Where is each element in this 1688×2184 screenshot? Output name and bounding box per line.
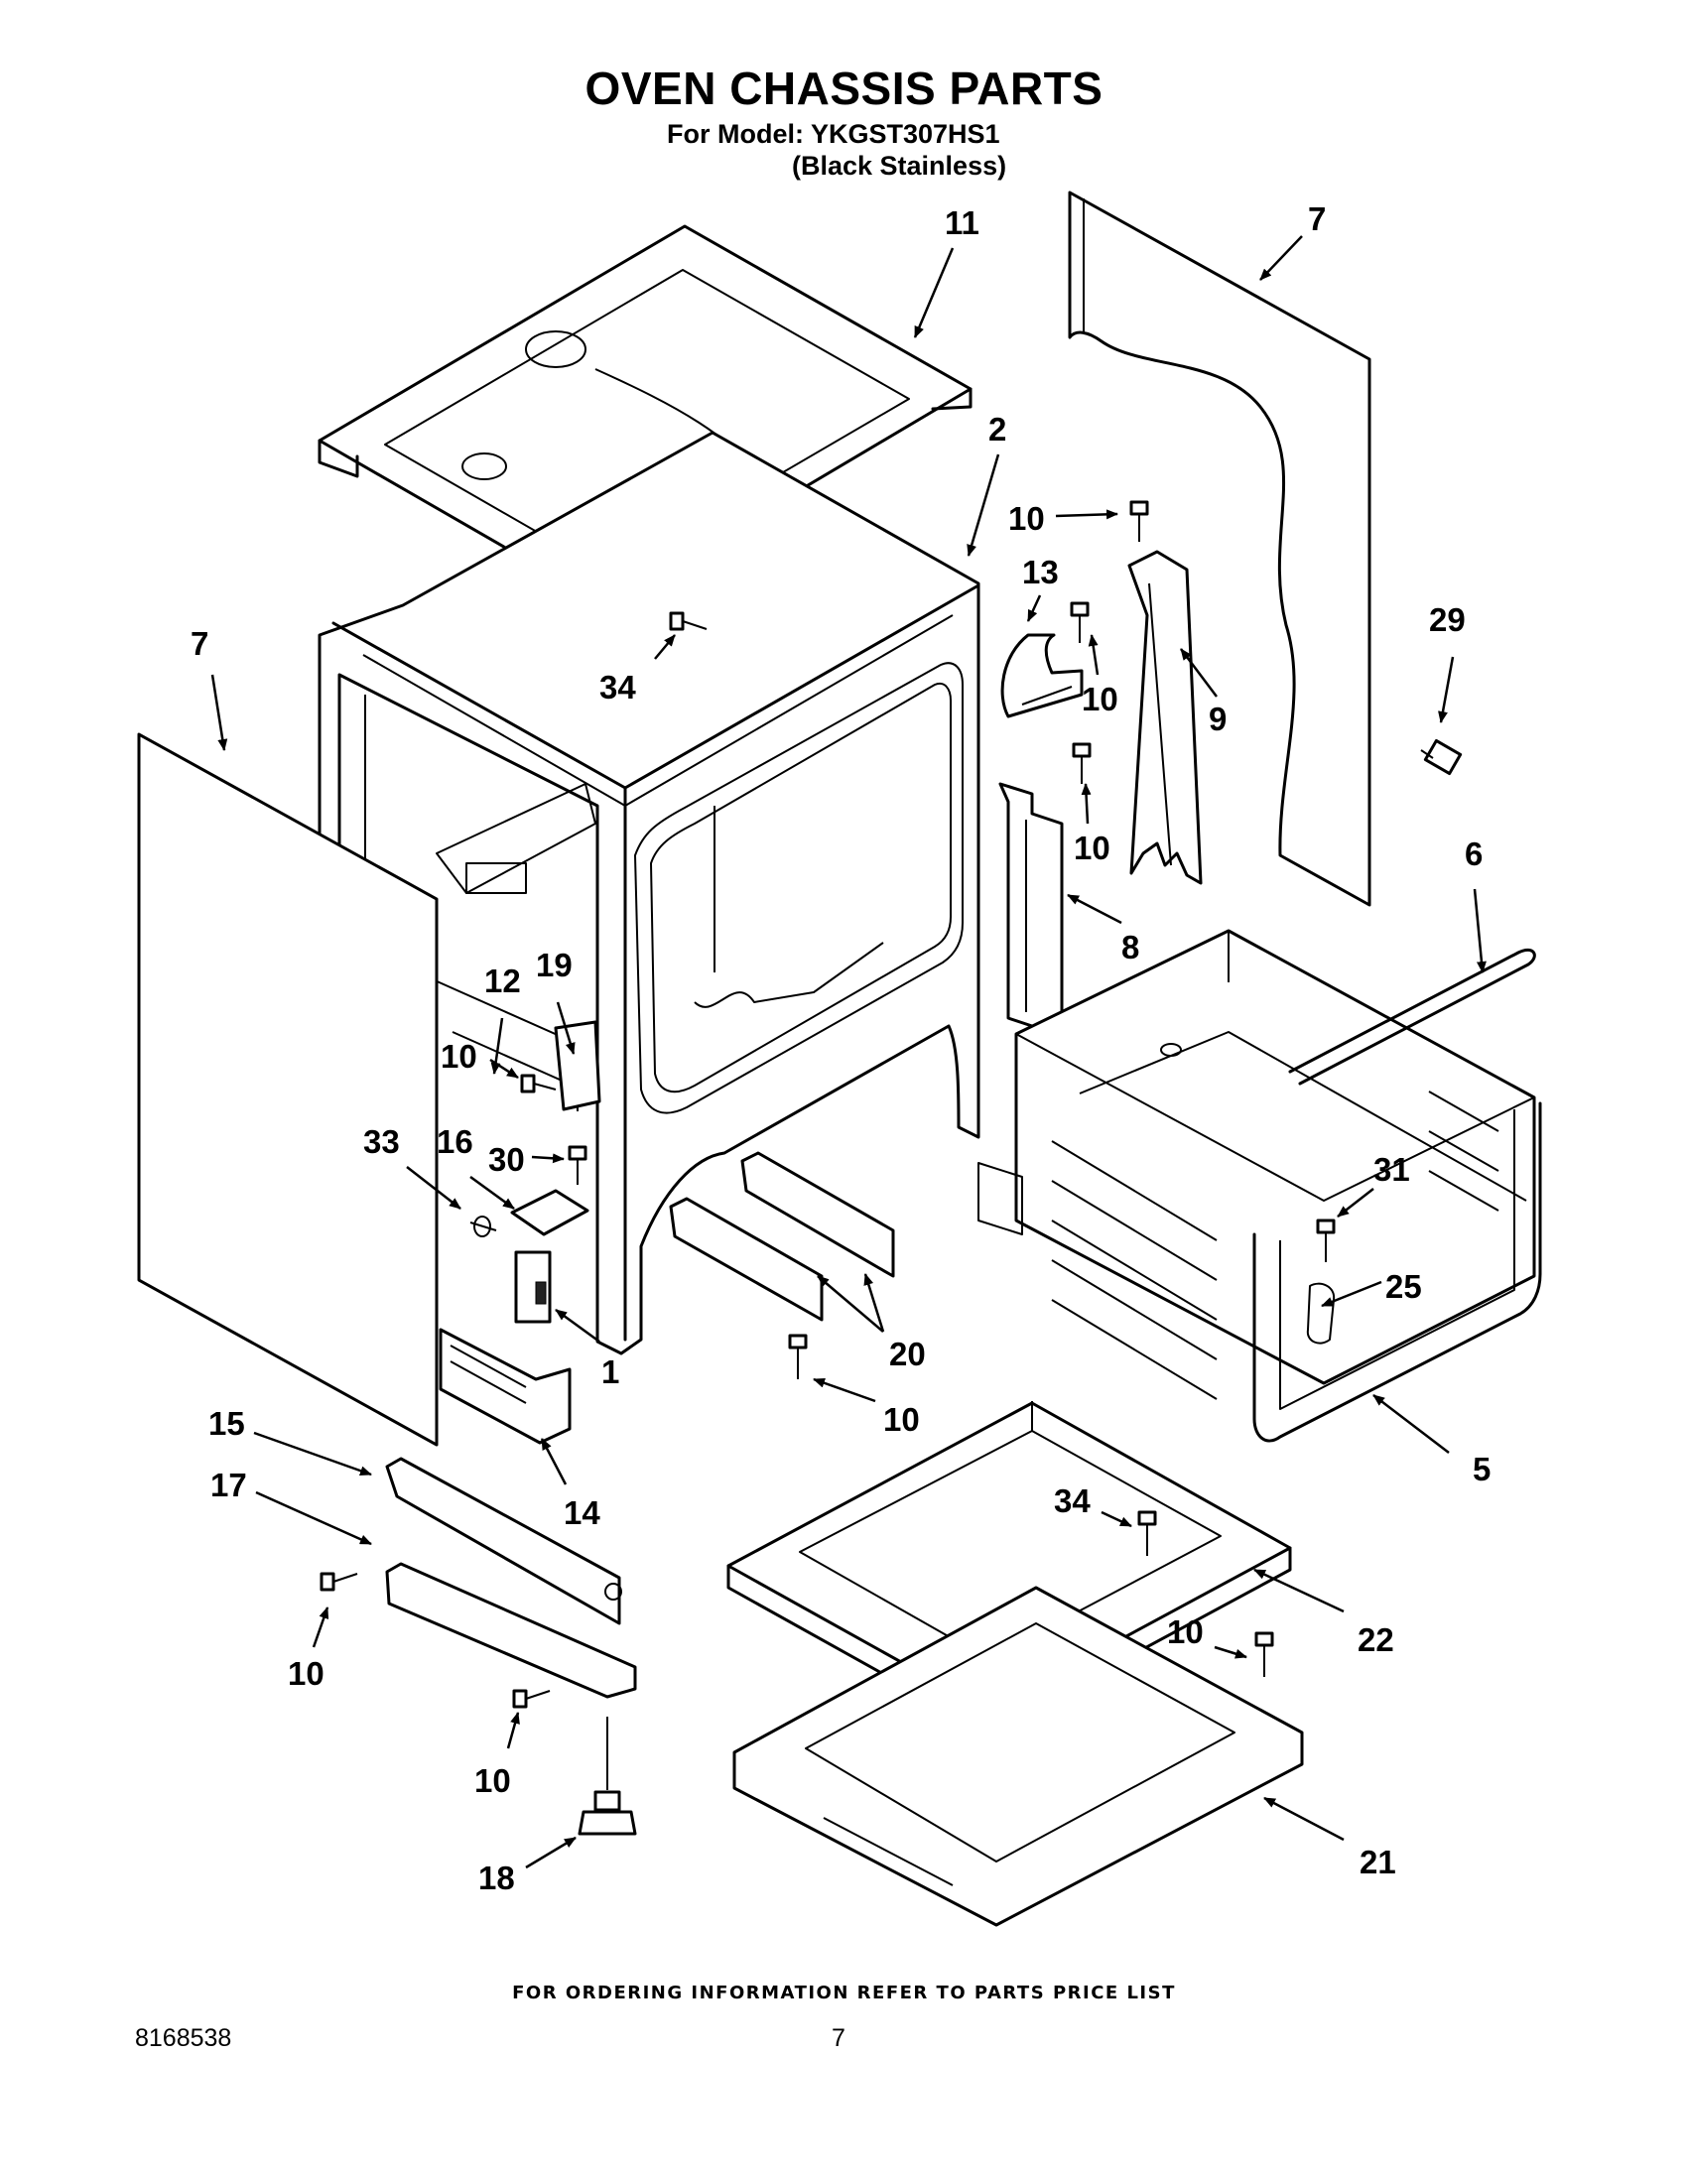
callout-17: 17 xyxy=(210,1467,247,1503)
callout-10-rail-left: 10 xyxy=(288,1655,325,1692)
callout-10-left-group: 10 xyxy=(441,1038,477,1075)
right-side-panel-drawing xyxy=(1068,191,1371,907)
callout-15: 15 xyxy=(208,1405,245,1442)
document-number: 8168538 xyxy=(135,2024,232,2052)
callout-20: 20 xyxy=(889,1336,926,1372)
callout-10-rail-top: 10 xyxy=(1008,500,1045,537)
bottom-pans-drawing xyxy=(726,1401,1304,1927)
screws-drawing xyxy=(320,500,1336,1709)
callout-34-bottom: 34 xyxy=(1054,1482,1091,1519)
callout-7-left: 7 xyxy=(191,625,208,662)
callout-1: 1 xyxy=(601,1353,619,1390)
rails-15-17-drawing xyxy=(385,1457,637,1699)
finish-line: (Black Stainless) xyxy=(792,151,1007,181)
callout-33: 33 xyxy=(363,1123,400,1160)
callout-7-right: 7 xyxy=(1308,200,1326,237)
callout-10-rail-bottom: 10 xyxy=(474,1762,511,1799)
chassis-frame-drawing xyxy=(318,431,980,1355)
callout-21: 21 xyxy=(1360,1844,1396,1880)
brackets-20-drawing xyxy=(669,1151,895,1322)
callout-19: 19 xyxy=(536,947,573,983)
callout-2: 2 xyxy=(988,411,1006,448)
callout-labels: 11 7 2 10 13 29 10 9 34 7 10 6 8 12 19 1… xyxy=(191,200,1491,1896)
bracket-13-drawing xyxy=(1000,633,1084,718)
callout-12: 12 xyxy=(484,963,521,999)
control-components-drawing xyxy=(439,1020,601,1445)
page-number: 7 xyxy=(832,2024,845,2052)
callout-6: 6 xyxy=(1465,835,1483,872)
callout-10-bracket-20: 10 xyxy=(883,1401,920,1438)
left-side-panel-drawing xyxy=(137,732,439,1447)
callout-13: 13 xyxy=(1022,554,1059,590)
bracket-8-drawing xyxy=(998,782,1064,1044)
callout-8: 8 xyxy=(1121,929,1139,965)
callout-14: 14 xyxy=(564,1494,600,1531)
oven-cavity-drawing xyxy=(977,929,1542,1443)
callout-25: 25 xyxy=(1385,1268,1422,1305)
callout-5: 5 xyxy=(1473,1451,1491,1487)
callout-10-pan: 10 xyxy=(1167,1613,1204,1650)
callout-11: 11 xyxy=(945,204,979,241)
rail-9-drawing xyxy=(1127,550,1203,885)
callout-16: 16 xyxy=(437,1123,473,1160)
callout-18: 18 xyxy=(478,1860,515,1896)
leveling-leg-18-drawing xyxy=(578,1717,637,1836)
leader-lines xyxy=(210,235,1487,1869)
callout-31: 31 xyxy=(1373,1151,1410,1188)
model-line: For Model: YKGST307HS1 xyxy=(667,119,1000,149)
callout-9: 9 xyxy=(1209,701,1227,737)
page-title: OVEN CHASSIS PARTS xyxy=(584,63,1104,114)
callout-34-top: 34 xyxy=(599,669,636,706)
callout-22: 22 xyxy=(1358,1621,1394,1658)
valve-29-drawing xyxy=(1420,738,1463,776)
callout-29: 29 xyxy=(1429,601,1466,638)
callout-30: 30 xyxy=(488,1141,525,1178)
callout-10-bracket-13: 10 xyxy=(1082,681,1118,717)
callout-10-bracket-8: 10 xyxy=(1074,830,1110,866)
ordering-note: FOR ORDERING INFORMATION REFER TO PARTS … xyxy=(512,1983,1176,2003)
